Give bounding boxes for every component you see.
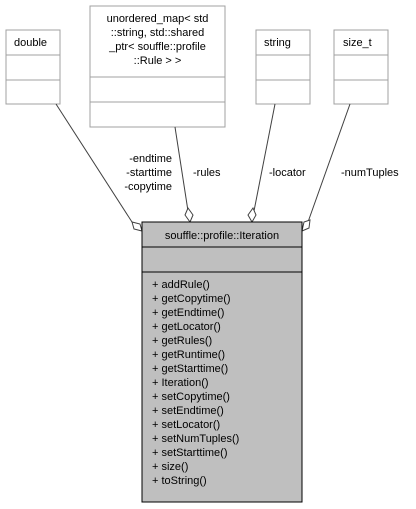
class-iteration[interactable]: souffle::profile::Iteration + addRule()+… xyxy=(141,221,303,503)
edge-locator xyxy=(247,103,276,224)
method-item[interactable]: + getCopytime() xyxy=(152,293,231,305)
method-item[interactable]: + addRule() xyxy=(152,279,210,291)
class-unordered-map-name-line-4: ::Rule > > xyxy=(134,55,182,67)
edge-label-num-tuples: -numTuples xyxy=(341,167,399,179)
class-size-t-name: size_t xyxy=(343,37,372,49)
edge-label-rules: -rules xyxy=(193,167,221,179)
method-item[interactable]: + size() xyxy=(152,461,188,473)
edge-label-copytime: -copytime xyxy=(124,181,172,193)
edge-rules xyxy=(174,126,194,224)
method-item[interactable]: + getRules() xyxy=(152,335,212,347)
class-iteration-name: souffle::profile::Iteration xyxy=(165,230,279,242)
diamond-rules xyxy=(184,206,194,224)
class-unordered-map[interactable]: unordered_map< std ::string, std::shared… xyxy=(89,5,226,128)
method-item[interactable]: + getEndtime() xyxy=(152,307,224,319)
edge-label-endtime: -endtime xyxy=(129,153,172,165)
class-unordered-map-name-line-3: _ptr< souffle::profile xyxy=(108,41,206,53)
diamond-num-tuples xyxy=(301,219,311,232)
edge-num-tuples xyxy=(301,103,351,232)
edge-label-starttime: -starttime xyxy=(126,167,172,179)
edge-double xyxy=(55,103,143,232)
class-string[interactable]: string xyxy=(255,29,311,105)
class-unordered-map-name-line-1: unordered_map< std xyxy=(107,13,209,25)
method-item[interactable]: + getStarttime() xyxy=(152,363,228,375)
method-item[interactable]: + getLocator() xyxy=(152,321,221,333)
method-item[interactable]: + getRuntime() xyxy=(152,349,225,361)
class-unordered-map-name-line-2: ::string, std::shared xyxy=(111,27,205,39)
method-item[interactable]: + setLocator() xyxy=(152,419,220,431)
class-double[interactable]: double xyxy=(5,29,61,105)
method-item[interactable]: + setCopytime() xyxy=(152,391,230,403)
diamond-locator xyxy=(247,206,257,224)
diamond-double xyxy=(131,221,143,232)
class-string-name: string xyxy=(264,37,291,49)
method-item[interactable]: + Iteration() xyxy=(152,377,209,389)
class-double-name: double xyxy=(14,37,47,49)
method-item[interactable]: + toString() xyxy=(152,475,207,487)
class-iteration-methods: + addRule() + getCopytime() + getEndtime()… xyxy=(152,279,239,487)
method-item[interactable]: + setNumTuples() xyxy=(152,433,239,445)
class-size-t[interactable]: size_t xyxy=(333,29,389,105)
method-item[interactable]: + setStarttime() xyxy=(152,447,228,459)
method-item[interactable]: + setEndtime() xyxy=(152,405,224,417)
edge-label-locator: -locator xyxy=(269,167,306,179)
